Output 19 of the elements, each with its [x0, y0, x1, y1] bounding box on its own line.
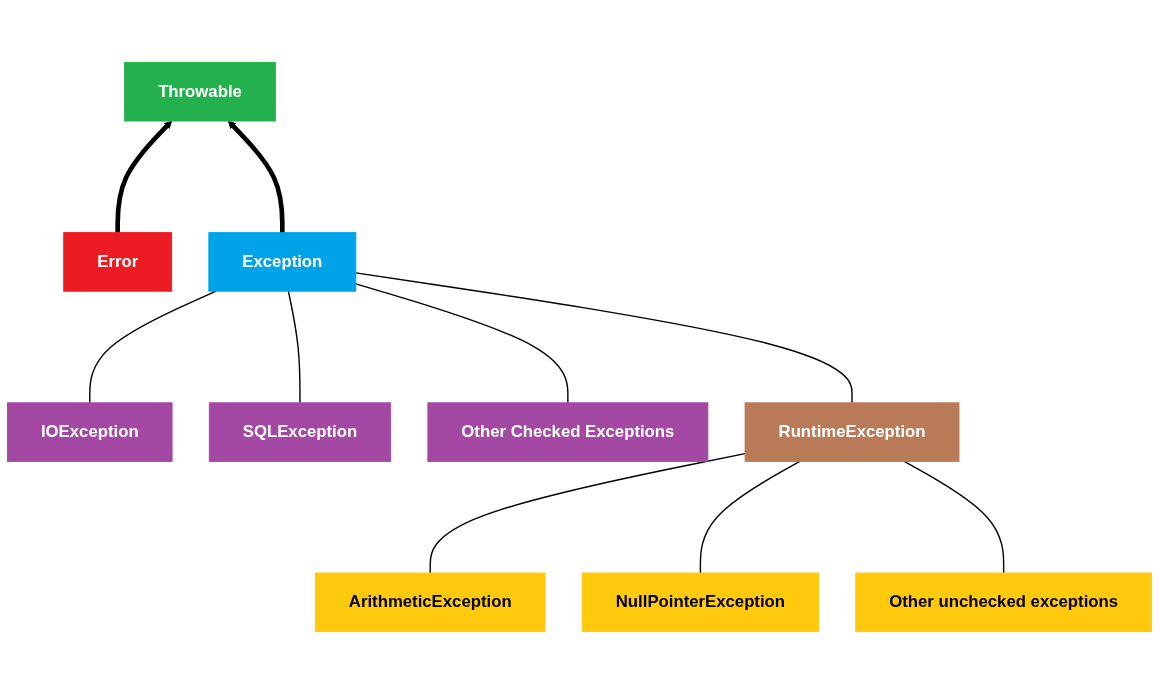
- node-box: Error: [63, 232, 173, 292]
- arrow: [227, 120, 285, 233]
- node-box: NullPointerException: [581, 572, 819, 633]
- node-box: ArithmeticException: [314, 572, 546, 633]
- node-box: Other Checked Exceptions: [427, 402, 709, 462]
- arrow: [115, 120, 173, 233]
- connector: [903, 460, 1005, 574]
- node-box: Other unchecked exceptions: [855, 572, 1152, 633]
- connector: [355, 283, 569, 404]
- node-box: SQLException: [208, 402, 392, 462]
- connector: [355, 272, 853, 404]
- node-box: Throwable: [124, 61, 276, 122]
- node-box: Exception: [208, 232, 357, 292]
- connector: [89, 290, 217, 404]
- node-box: IOException: [7, 402, 173, 462]
- connector: [699, 460, 801, 574]
- connector: [287, 290, 301, 404]
- connector: [429, 452, 746, 574]
- node-box: RuntimeException: [744, 402, 960, 462]
